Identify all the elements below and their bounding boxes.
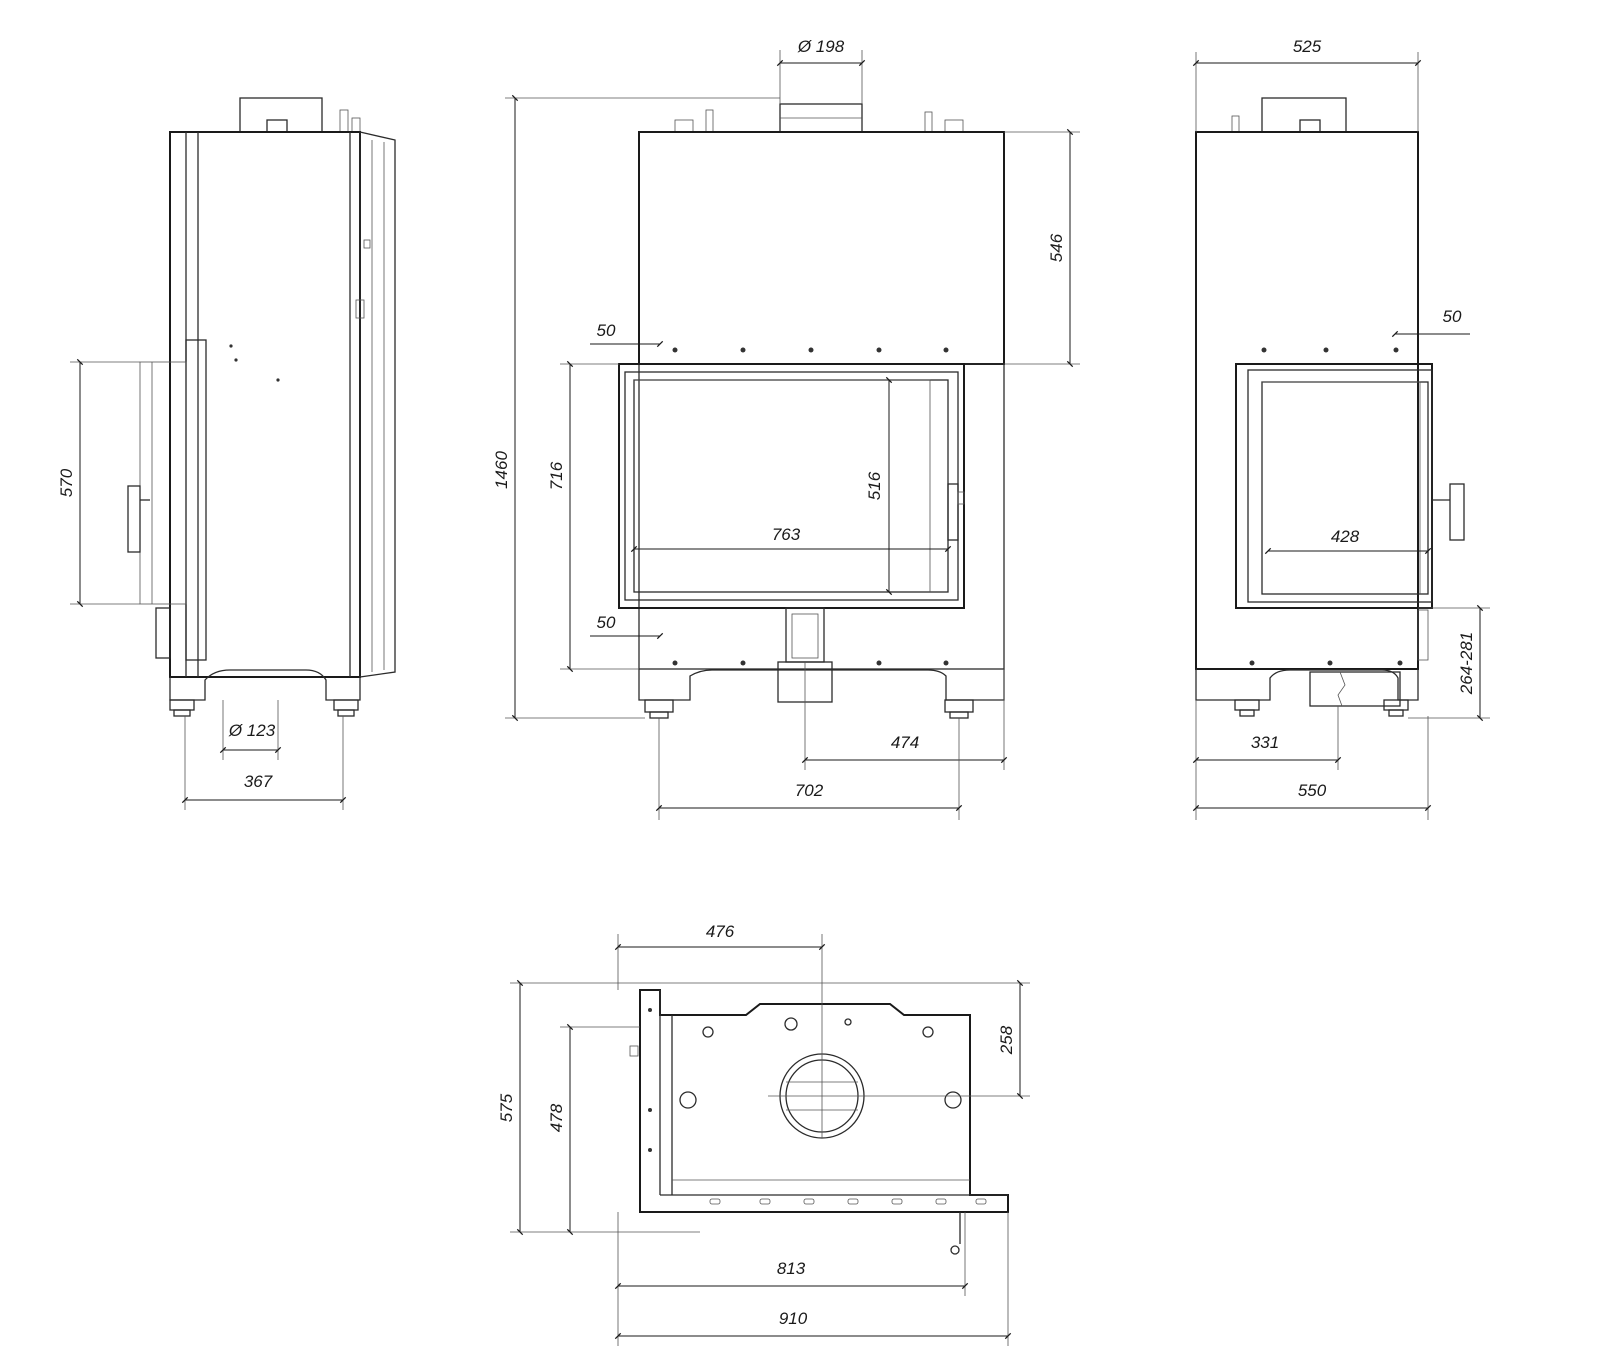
top-depth-inner-label: 478 [547,1103,566,1132]
front-glass-height-label: 516 [865,471,884,500]
top-view [629,989,1009,1255]
front-flue-diameter-label: Ø 198 [797,37,845,56]
right-top-offset-label: 50 [1443,307,1462,326]
front-rivets [672,347,949,666]
right-glass-width-label: 428 [1331,527,1360,546]
side-dimensions: 570 Ø 123 367 [57,358,347,810]
right-top-width-label: 525 [1293,37,1322,56]
top-flue-offset-y-label: 258 [997,1025,1016,1055]
front-dimensions: Ø 198 1460 546 50 716 516 763 50 474 702 [492,37,1080,820]
right-base-width-label: 550 [1298,781,1327,800]
front-top-offset-label: 50 [597,321,616,340]
top-inner-width-label: 813 [777,1259,806,1278]
top-dimensions: 476 258 575 478 813 910 [497,922,1030,1346]
side-depth-label: 367 [244,772,273,791]
front-door-height-label: 716 [547,461,566,490]
front-flue-offset-label: 474 [891,733,919,752]
side-view [127,97,396,717]
front-glass-width-label: 763 [772,525,801,544]
right-flue-offset-label: 331 [1251,733,1279,752]
front-view [618,103,1005,719]
right-view [1195,97,1465,717]
front-top-height-label: 546 [1047,233,1066,262]
front-bottom-offset-label: 50 [597,613,616,632]
front-base-width-label: 702 [795,781,824,800]
right-flue-height-label: 264-281 [1457,632,1476,695]
top-slots [709,1198,987,1205]
top-total-width-label: 910 [779,1309,808,1328]
front-total-height-label: 1460 [492,451,511,489]
side-door-height-label: 570 [57,468,76,497]
side-pipe-diameter-label: Ø 123 [228,721,276,740]
top-depth-total-label: 575 [497,1093,516,1122]
top-flue-offset-x-label: 476 [706,922,735,941]
right-dimensions: 525 50 428 264-281 331 550 [1192,37,1490,820]
